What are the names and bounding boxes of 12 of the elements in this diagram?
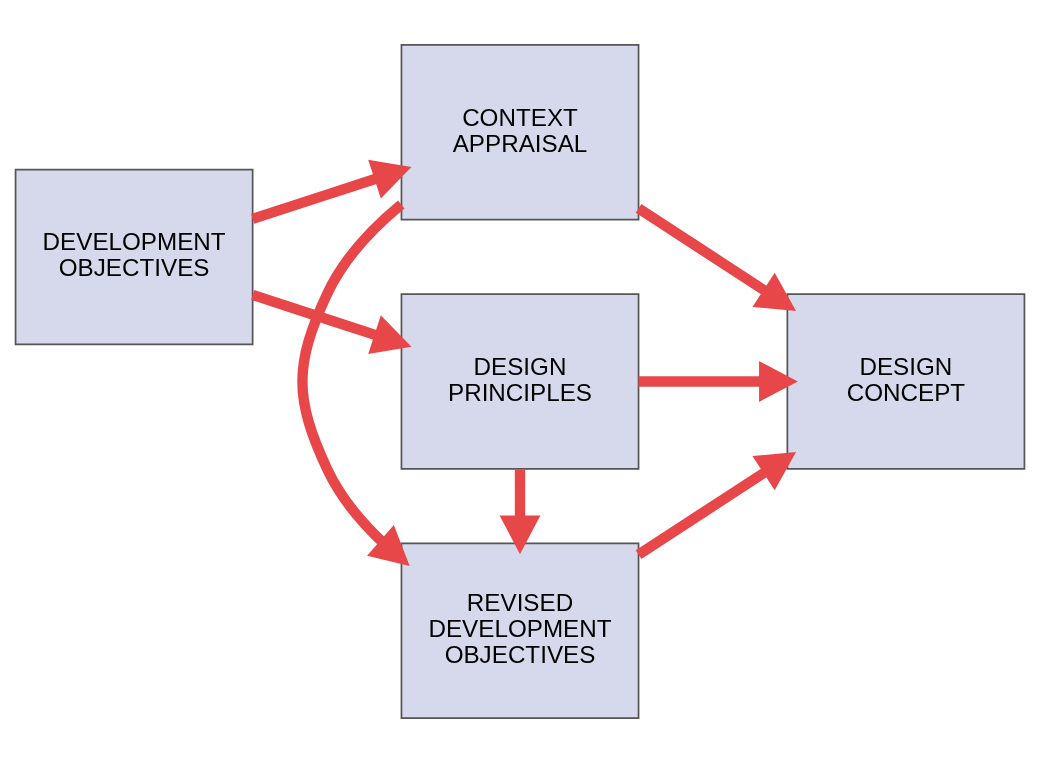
arrow <box>297 200 410 566</box>
arrow <box>499 469 541 555</box>
node-box: CONTEXT APPRAISAL <box>400 44 640 221</box>
node-box: DESIGN PRINCIPLES <box>400 293 640 470</box>
arrow <box>251 159 412 224</box>
node-box: DESIGN CONCEPT <box>786 293 1026 470</box>
arrow <box>251 290 412 355</box>
arrow <box>635 204 797 312</box>
arrow <box>635 451 797 559</box>
arrow <box>638 361 798 402</box>
node-box: DEVELOPMENT OBJECTIVES <box>14 168 254 346</box>
node-box: REVISED DEVELOPMENT OBJECTIVES <box>400 542 640 719</box>
